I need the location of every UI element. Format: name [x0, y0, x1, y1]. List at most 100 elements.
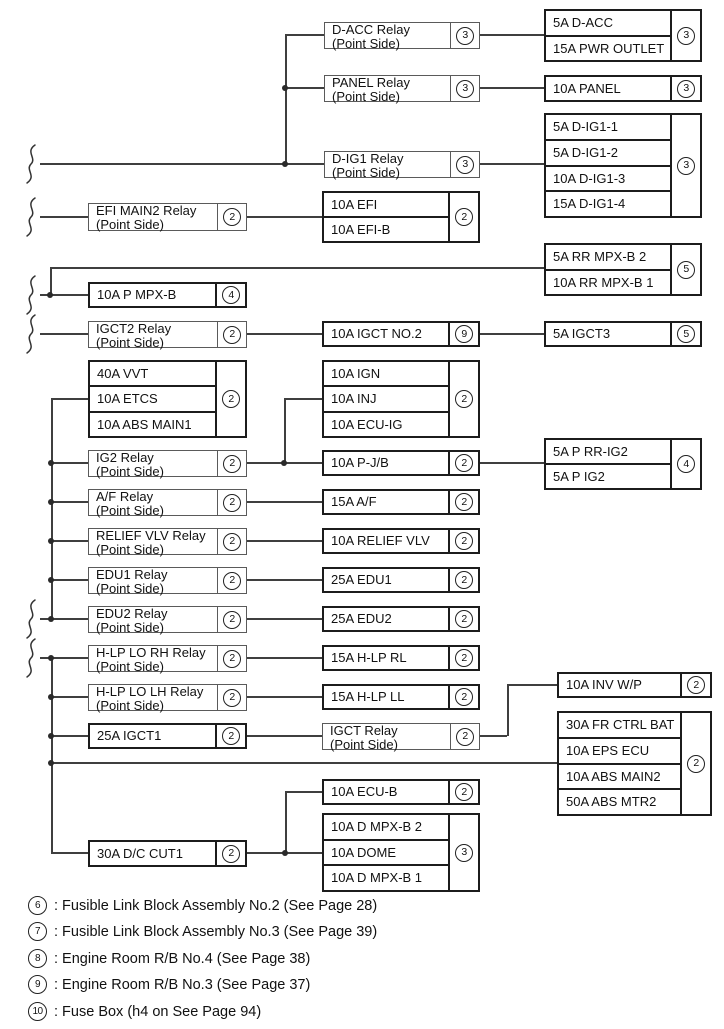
fuse-label: 10A RR MPX-B 1	[553, 274, 654, 290]
relay-label: (Point Side)	[330, 736, 398, 752]
fuse-row: 15A H-LP LL	[324, 686, 448, 708]
location-number-badge: 2	[455, 493, 473, 511]
fuse-row: 25A EDU2	[324, 608, 448, 630]
fuse-p-mpx-b: 10A P MPX-B 4	[88, 282, 247, 308]
legend-item: 10: Fuse Box (h4 on See Page 94)	[28, 1002, 261, 1021]
connector-line	[507, 684, 557, 686]
legend-item: 8 : Engine Room R/B No.4 (See Page 38)	[28, 949, 310, 968]
fuse-label: 10A ABS MAIN2	[566, 768, 661, 784]
relay-d-acc: D-ACC Relay(Point Side) 3	[324, 22, 480, 50]
location-badge-cell: 2	[217, 204, 246, 230]
relay-label: (Point Side)	[96, 463, 164, 479]
location-number-badge: 2	[455, 532, 473, 550]
fuse-row: 10A P MPX-B	[90, 284, 215, 306]
fuse-label: 10A PANEL	[553, 80, 621, 96]
relay-label-area: IGCT2 Relay(Point Side)	[89, 322, 217, 349]
location-badge-cell: 2	[448, 686, 478, 708]
location-badge-cell: 2	[217, 685, 246, 710]
relay-label: RELIEF VLV Relay	[96, 528, 206, 543]
relay-label: EFI MAIN2 Relay	[96, 203, 197, 218]
connector-line	[51, 540, 88, 542]
relay-row: IG2 Relay(Point Side)	[89, 451, 217, 478]
relay-row: RELIEF VLV Relay(Point Side)	[89, 529, 217, 556]
location-number-badge: 2	[223, 493, 241, 512]
location-number-badge: 2	[223, 532, 241, 551]
fuse-row: 10A ABS MAIN1	[90, 413, 215, 436]
location-badge-cell: 2	[217, 529, 246, 554]
relay-af: A/F Relay(Point Side) 2	[88, 489, 247, 517]
location-number-badge: 4	[222, 286, 240, 304]
location-number-badge: 3	[455, 843, 473, 862]
legend-text: : Engine Room R/B No.4 (See Page 38)	[54, 950, 311, 967]
fuse-label: 15A A/F	[331, 494, 377, 510]
location-number-badge: 2	[455, 688, 473, 706]
fuse-row: 15A D-IG1-4	[546, 192, 670, 216]
connector-line	[507, 685, 509, 736]
relay-label: (Point Side)	[96, 658, 164, 674]
relay-row: D-ACC Relay(Point Side)	[325, 23, 450, 50]
fuse-label: 10A D MPX-B 1	[331, 870, 423, 886]
relay-label: IG2 Relay	[96, 450, 154, 465]
location-badge-cell: 3	[670, 77, 700, 100]
junction-dot	[48, 655, 54, 661]
relay-label-area: D-ACC Relay(Point Side)	[325, 23, 450, 50]
legend-number-badge: 8	[28, 949, 47, 968]
connector-line	[51, 462, 88, 464]
fuse-row: 10A EFI-B	[324, 218, 448, 241]
fuse-label: 15A D-IG1-4	[553, 196, 626, 212]
relay-row: H-LP LO LH Relay(Point Side)	[89, 685, 217, 712]
connector-line	[51, 399, 53, 619]
fuse-label: 5A P RR-IG2	[553, 443, 628, 459]
fuse-label: 10A D-IG1-3	[553, 170, 626, 186]
fuse-row: 10A PANEL	[546, 77, 670, 100]
location-badge-cell: 2	[448, 452, 478, 474]
connector-line	[285, 792, 287, 853]
location-number-badge: 2	[222, 844, 240, 863]
fuse-row: 10A ABS MAIN2	[559, 765, 680, 791]
fuse-label-area: 25A EDU1	[324, 569, 448, 591]
legend-text: : Fusible Link Block Assembly No.2 (See …	[54, 897, 378, 914]
relay-label: EDU2 Relay	[96, 606, 168, 621]
fuse-label: 10A P MPX-B	[97, 287, 177, 303]
location-number-badge: 2	[223, 610, 241, 629]
relay-igct: IGCT Relay(Point Side)2	[322, 723, 480, 751]
fuse-label-area: 5A IGCT3	[546, 323, 670, 345]
location-number-badge: 3	[677, 156, 695, 175]
fuse-row: 5A IGCT3	[546, 323, 670, 345]
location-badge-cell: 2	[448, 781, 478, 803]
fuse-label: 5A RR MPX-B 2	[553, 249, 647, 264]
fuse-label-area: 25A IGCT1	[90, 725, 215, 747]
connector-line	[40, 333, 88, 335]
fuse-label-area: 10A INV W/P	[559, 674, 680, 696]
relay-row: IGCT Relay(Point Side)	[323, 724, 450, 751]
fuse-label: 10A ETCS	[97, 391, 158, 407]
location-badge-cell: 2	[217, 322, 246, 347]
fuse-row: 10A IGN	[324, 362, 448, 388]
connector-line	[285, 34, 324, 36]
fuse-label-area: 30A D/C CUT1	[90, 842, 215, 865]
connector-line	[51, 696, 88, 698]
location-badge-cell: 2	[448, 193, 478, 241]
connector-line	[51, 398, 88, 400]
location-badge-cell: 2	[217, 607, 246, 632]
relay-edu2: EDU2 Relay(Point Side) 2	[88, 606, 247, 634]
relay-igct2: IGCT2 Relay(Point Side)2	[88, 321, 247, 349]
location-number-badge: 2	[223, 649, 241, 668]
relay-row: A/F Relay(Point Side)	[89, 490, 217, 517]
connector-line	[285, 35, 287, 164]
relay-edu1: EDU1 Relay(Point Side)2	[88, 567, 247, 595]
location-number-badge: 3	[456, 26, 474, 45]
location-badge-cell: 3	[450, 23, 479, 48]
fuse-label: 30A FR CTRL BAT	[566, 717, 675, 733]
fuse-row: 10A DOME	[324, 841, 448, 867]
relay-row: EDU2 Relay(Point Side)	[89, 607, 217, 634]
connector-line	[247, 216, 322, 218]
connector-line	[247, 501, 322, 503]
